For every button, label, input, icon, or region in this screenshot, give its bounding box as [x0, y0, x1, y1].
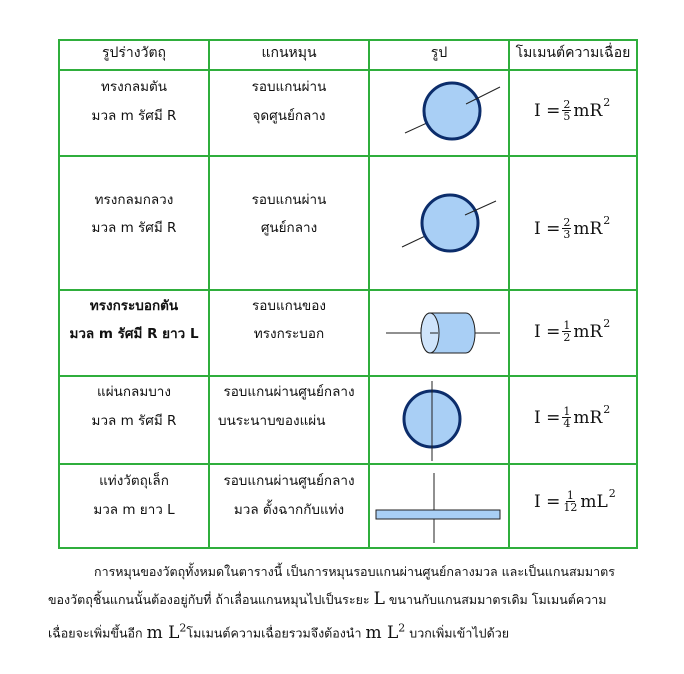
term-base: m L: [146, 622, 180, 643]
grid-line: [508, 39, 510, 549]
row3-object-line1: ทรงกระบอกตัน: [89, 298, 179, 314]
formula-exponent: 2: [603, 96, 611, 109]
thin-disk-icon: [402, 381, 462, 461]
row4-axis-line1: รอบแกนผ่านศูนย์กลาง: [223, 384, 355, 400]
row5-object-line1: แท่งวัตถุเล็ก: [99, 473, 169, 489]
grid-line: [58, 39, 638, 41]
thin-rod-icon: [375, 473, 501, 543]
formula-lhs: I =: [534, 407, 561, 428]
row1-object-line1: ทรงกลมตัน: [100, 79, 168, 95]
formula-denominator: 5: [563, 110, 571, 123]
formula-numerator: 2: [562, 98, 572, 111]
row4-object-line2: มวล m รัศมี R: [91, 413, 177, 429]
grid-line: [368, 39, 370, 549]
row3-axis-line1: รอบแกนของ: [252, 298, 326, 314]
paragraph-text: ของวัตถุชิ้นแกนนั้นต้องอยู่กับที่ ถ้าเลื…: [48, 592, 374, 607]
formula-numerator: 1: [565, 489, 575, 502]
formula-lhs: I =: [534, 321, 561, 342]
term-exponent: 2: [398, 621, 406, 634]
formula-fraction: 2 3: [562, 216, 572, 241]
formula-exponent: 2: [603, 214, 611, 227]
sphere-shell: [420, 193, 480, 253]
cylinder-icon: [386, 312, 500, 354]
grid-line: [58, 547, 638, 549]
formula-fraction: 1 2: [562, 319, 572, 344]
sphere-body: [422, 81, 482, 141]
term-base: m L: [365, 622, 399, 643]
grid-line: [58, 155, 638, 157]
row1-object-line2: มวล m รัศมี R: [91, 108, 177, 124]
row3-axis-line2: ทรงกระบอก: [253, 326, 325, 342]
header-axis: แกนหมุน: [261, 45, 317, 61]
formula-lhs: I =: [534, 218, 561, 239]
header-moment-of-inertia: โมเมนต์ความเฉื่อย: [515, 45, 631, 61]
formula-lhs: I =: [534, 100, 561, 121]
paragraph-text: เฉื่อยจะเพิ่มขึ้นอีก: [48, 625, 147, 641]
solid-sphere-icon: [404, 81, 501, 141]
paragraph-text: โมเมนต์ความเฉื่อยรวมจึงต้องนำ: [186, 625, 366, 641]
row3-formula: I = 1 2 mR 2: [534, 317, 611, 344]
grid-line: [58, 289, 638, 291]
row4-object-line1: แผ่นกลมบาง: [97, 384, 171, 400]
formula-variable: mR: [573, 218, 603, 239]
parallel-axis-term: m L2: [365, 621, 406, 643]
grid-line: [58, 463, 638, 465]
row1-formula: I = 2 5 mR 2: [534, 96, 611, 123]
paragraph-line-1: การหมุนของวัตถุทั้งหมดในตารางนี้ เป็นการ…: [94, 564, 615, 579]
formula-exponent: 2: [603, 403, 611, 416]
formula-variable: mL: [580, 491, 608, 512]
axis-line: [464, 200, 497, 216]
formula-fraction: 1 12: [562, 490, 578, 513]
formula-denominator: 12: [563, 501, 578, 514]
formula-variable: mR: [573, 321, 603, 342]
paragraph-text: บวกเพิ่มเข้าไปด้วย: [405, 625, 510, 641]
rod-body: [375, 509, 501, 520]
formula-exponent: 2: [603, 317, 611, 330]
grid-line: [636, 39, 638, 549]
row5-object-line2: มวล m ยาว L: [93, 502, 175, 518]
row2-axis-line2: ศูนย์กลาง: [260, 220, 318, 236]
row4-axis-line2: บนระนาบของแผ่น: [218, 413, 326, 429]
paragraph-text: ขนานกับแกนสมมาตรเดิม โมเมนต์ความ: [384, 592, 607, 607]
row2-axis-line1: รอบแกนผ่าน: [251, 192, 327, 208]
axis-line: [465, 86, 501, 105]
formula-fraction: 2 5: [562, 98, 572, 123]
row2-object-line1: ทรงกลมกลวง: [94, 192, 174, 208]
paragraph-line-3: เฉื่อยจะเพิ่มขึ้นอีก m L2โมเมนต์ความเฉื่…: [48, 614, 648, 647]
header-object-shape: รูปร่างวัตถุ: [101, 45, 167, 61]
grid-line: [58, 39, 60, 549]
formula-lhs: I =: [534, 491, 561, 512]
grid-line: [58, 375, 638, 377]
moment-of-inertia-table: รูปร่างวัตถุ แกนหมุน รูป โมเมนต์ความเฉื่…: [58, 39, 638, 549]
paragraph-line-2: ของวัตถุชิ้นแกนนั้นต้องอยู่กับที่ ถ้าเลื…: [48, 586, 648, 613]
term-exponent: 2: [179, 621, 187, 634]
row5-formula: I = 1 12 mL 2: [534, 487, 616, 513]
formula-exponent: 2: [608, 487, 616, 500]
distance-variable: L: [373, 589, 385, 609]
parallel-axis-term: m L2: [146, 621, 187, 643]
formula-numerator: 2: [562, 216, 572, 229]
formula-denominator: 2: [563, 331, 571, 344]
row1-axis-line1: รอบแกนผ่าน: [251, 79, 327, 95]
row2-object-line2: มวล m รัศมี R: [91, 220, 177, 236]
grid-line: [58, 69, 638, 71]
grid-line: [208, 39, 210, 549]
formula-fraction: 1 4: [562, 405, 572, 430]
row5-axis-line2: มวล ตั้งฉากกับแท่ง: [233, 502, 345, 518]
formula-numerator: 1: [562, 405, 572, 418]
row4-formula: I = 1 4 mR 2: [534, 403, 611, 430]
formula-denominator: 3: [563, 228, 571, 241]
row1-axis-line2: จุดศูนย์กลาง: [252, 108, 326, 124]
formula-denominator: 4: [563, 417, 571, 430]
header-figure: รูป: [430, 45, 448, 61]
row2-formula: I = 2 3 mR 2: [534, 214, 611, 241]
row3-object-line2: มวล m รัศมี R ยาว L: [69, 326, 199, 342]
formula-variable: mR: [573, 407, 603, 428]
hollow-sphere-icon: [401, 193, 497, 253]
formula-variable: mR: [573, 100, 603, 121]
row5-axis-line1: รอบแกนผ่านศูนย์กลาง: [223, 473, 355, 489]
formula-numerator: 1: [562, 319, 572, 332]
